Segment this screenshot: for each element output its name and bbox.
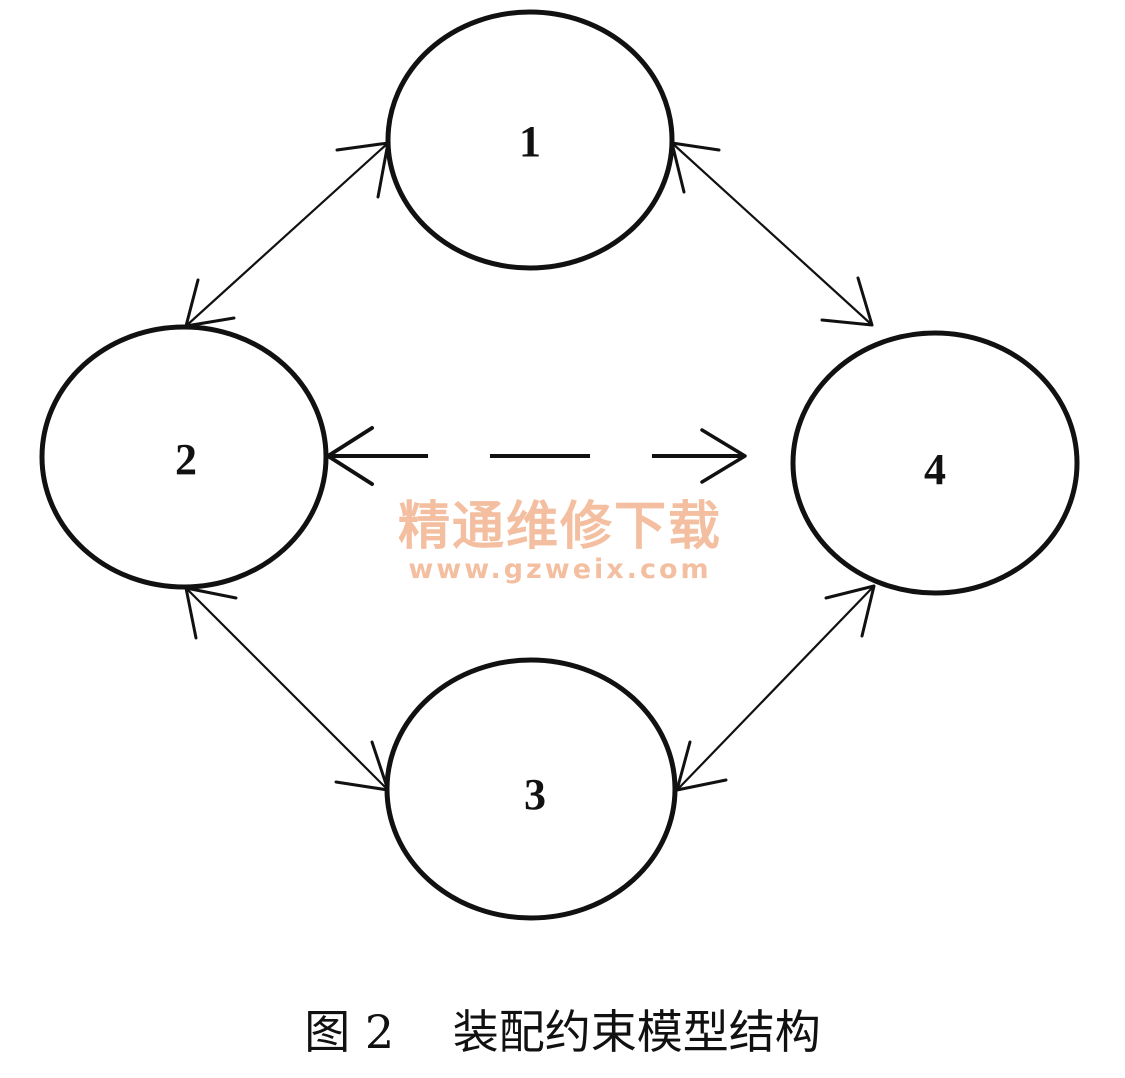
edge-3-4 xyxy=(675,584,876,792)
arrowhead-edge-3-4-at-4 xyxy=(824,584,876,638)
node-1 xyxy=(385,9,675,271)
node-3-label: 3 xyxy=(524,770,546,819)
figure-number: 图 2 xyxy=(304,1005,395,1059)
arrowhead-edge-2-4-at-4 xyxy=(700,428,747,484)
node-1-label: 1 xyxy=(519,117,541,166)
edge-1-4 xyxy=(670,141,874,327)
node-3 xyxy=(384,657,678,921)
node-2-label: 2 xyxy=(175,435,197,484)
node-2 xyxy=(39,324,329,590)
edge-2-3 xyxy=(184,586,390,792)
watermark-text: 精通维修下载 xyxy=(398,497,722,557)
node-4-label: 4 xyxy=(924,445,946,494)
watermark-url: www.gzweix.com xyxy=(408,554,711,585)
edge-1-2 xyxy=(184,141,390,328)
figure-title: 装配约束模型结构 xyxy=(452,1005,821,1059)
node-4 xyxy=(790,330,1080,596)
figure-caption: 图 2 装配约束模型结构 xyxy=(0,996,1125,1062)
arrowhead-edge-1-4-at-4 xyxy=(820,276,874,327)
